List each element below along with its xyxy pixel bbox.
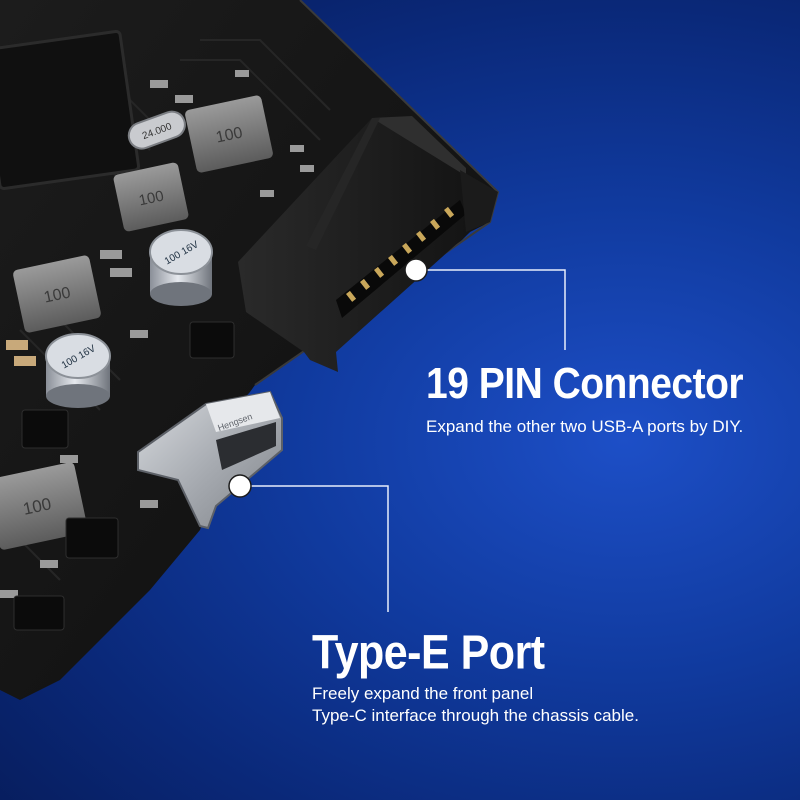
svg-text:100: 100	[214, 124, 244, 146]
svg-text:100: 100	[42, 284, 72, 306]
callout-leader-19pin	[404, 258, 566, 350]
svg-text:100: 100	[137, 188, 165, 210]
callout-title-19-pin-connector: 19 PIN Connector	[426, 360, 744, 409]
19-pin-connector	[238, 116, 498, 372]
inductor: 100	[113, 162, 189, 232]
description-line: Freely expand the front panel	[312, 684, 534, 703]
callout-description-19-pin-connector: Expand the other two USB-A ports by DIY.	[426, 417, 744, 436]
pcb-board: 24.000 100 100 100 100 100 16V	[0, 0, 500, 700]
description-line: Type-C interface through the chassis cab…	[312, 706, 639, 725]
inductor: 100	[13, 255, 101, 333]
callout-leader-type-e	[228, 474, 389, 612]
inductor: 100	[0, 462, 88, 550]
type-e-port: Hengsen	[137, 390, 283, 530]
inductor: 100	[185, 95, 273, 173]
callout-description-type-e-port: Freely expand the front panel Type-C int…	[312, 683, 639, 727]
capacitor: 100 16V	[149, 229, 213, 306]
capacitor: 100 16V	[45, 333, 111, 408]
callout-title-type-e-port: Type-E Port	[312, 626, 545, 680]
